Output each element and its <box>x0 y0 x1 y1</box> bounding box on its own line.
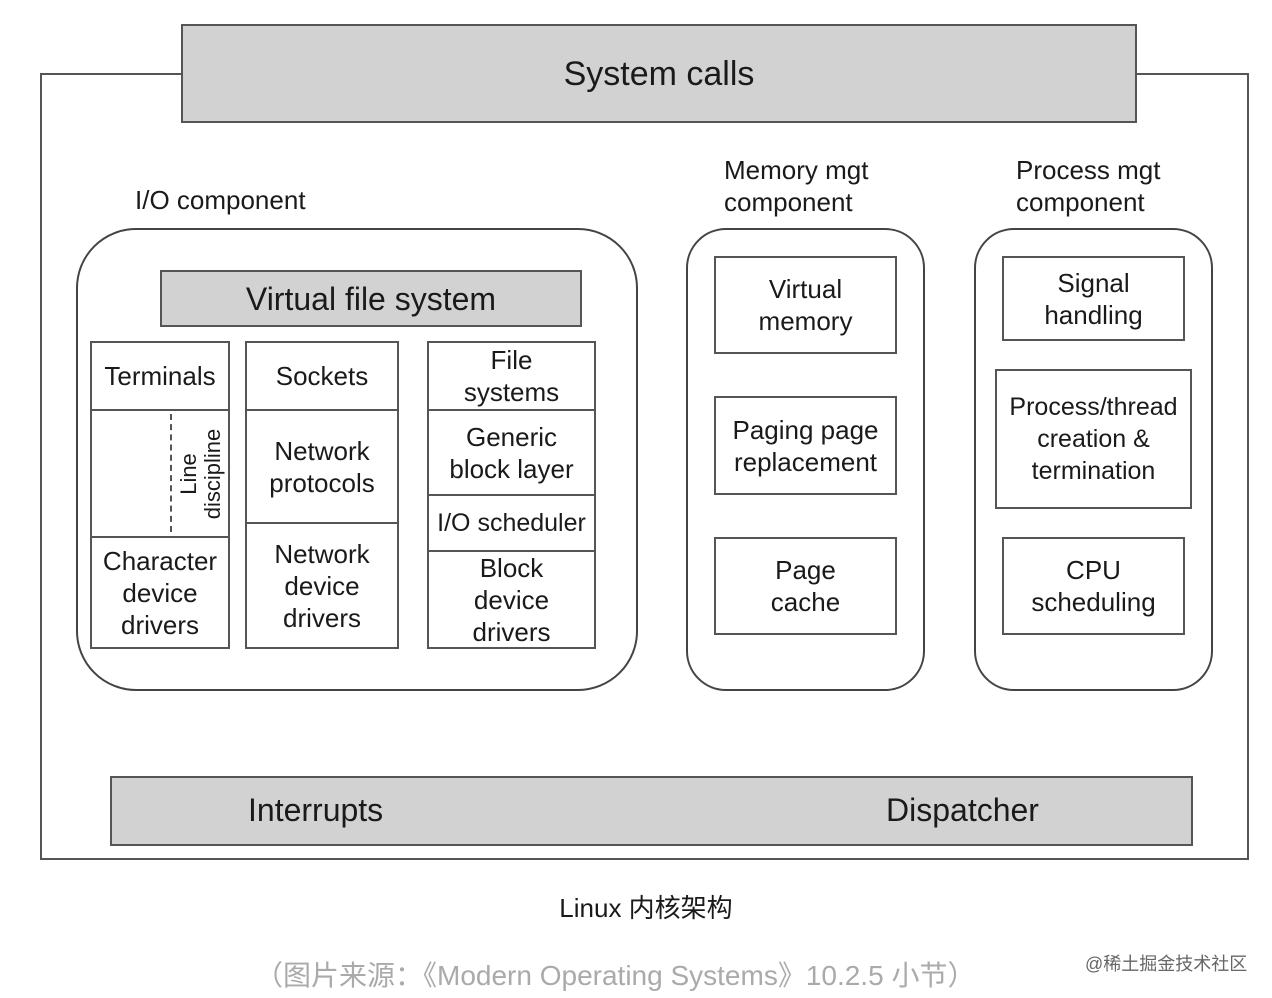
io-component-label: I/O component <box>135 185 306 215</box>
dispatcher-label: Dispatcher <box>886 792 1039 828</box>
line-discipline-divider <box>170 414 172 532</box>
source-note: （图片来源：《Modern Operating Systems》10.2.5 小… <box>255 960 976 991</box>
system-calls-box: System calls <box>181 24 1137 123</box>
figure-caption: Linux 内核架构 <box>559 893 733 923</box>
terminals-box: Terminals <box>90 341 230 411</box>
sockets-box: Sockets <box>245 341 399 411</box>
process-component <box>974 228 1213 691</box>
net-protocols-box: Network protocols <box>245 409 399 524</box>
memory-component <box>686 228 925 691</box>
file-systems-box: File systems <box>427 341 596 411</box>
memory-label: Memory mgt component <box>724 155 869 217</box>
line-discipline-box <box>90 409 230 538</box>
page-cache-box: Page cache <box>714 537 897 635</box>
cpu-box: CPU scheduling <box>1002 537 1185 635</box>
interrupts-label: Interrupts <box>248 792 384 828</box>
io-component <box>76 228 638 691</box>
paging-box: Paging page replacement <box>714 396 897 495</box>
signal-box: Signal handling <box>1002 256 1185 341</box>
line-discipline-label: Line discipline <box>176 428 225 520</box>
creation-box: Process/thread creation & termination <box>995 369 1192 509</box>
watermark: @稀土掘金技术社区 <box>1085 954 1248 974</box>
net-drivers-box: Network device drivers <box>245 522 399 649</box>
generic-block-box: Generic block layer <box>427 409 596 496</box>
block-drivers-box: Block device drivers <box>427 550 596 649</box>
process-label: Process mgt component <box>1016 155 1161 217</box>
io-scheduler-box: I/O scheduler <box>427 494 596 552</box>
virtual-memory-box: Virtual memory <box>714 256 897 354</box>
char-drivers-box: Character device drivers <box>90 536 230 649</box>
vfs-box: Virtual file system <box>160 270 582 327</box>
interrupts-dispatcher-bar <box>110 776 1193 846</box>
